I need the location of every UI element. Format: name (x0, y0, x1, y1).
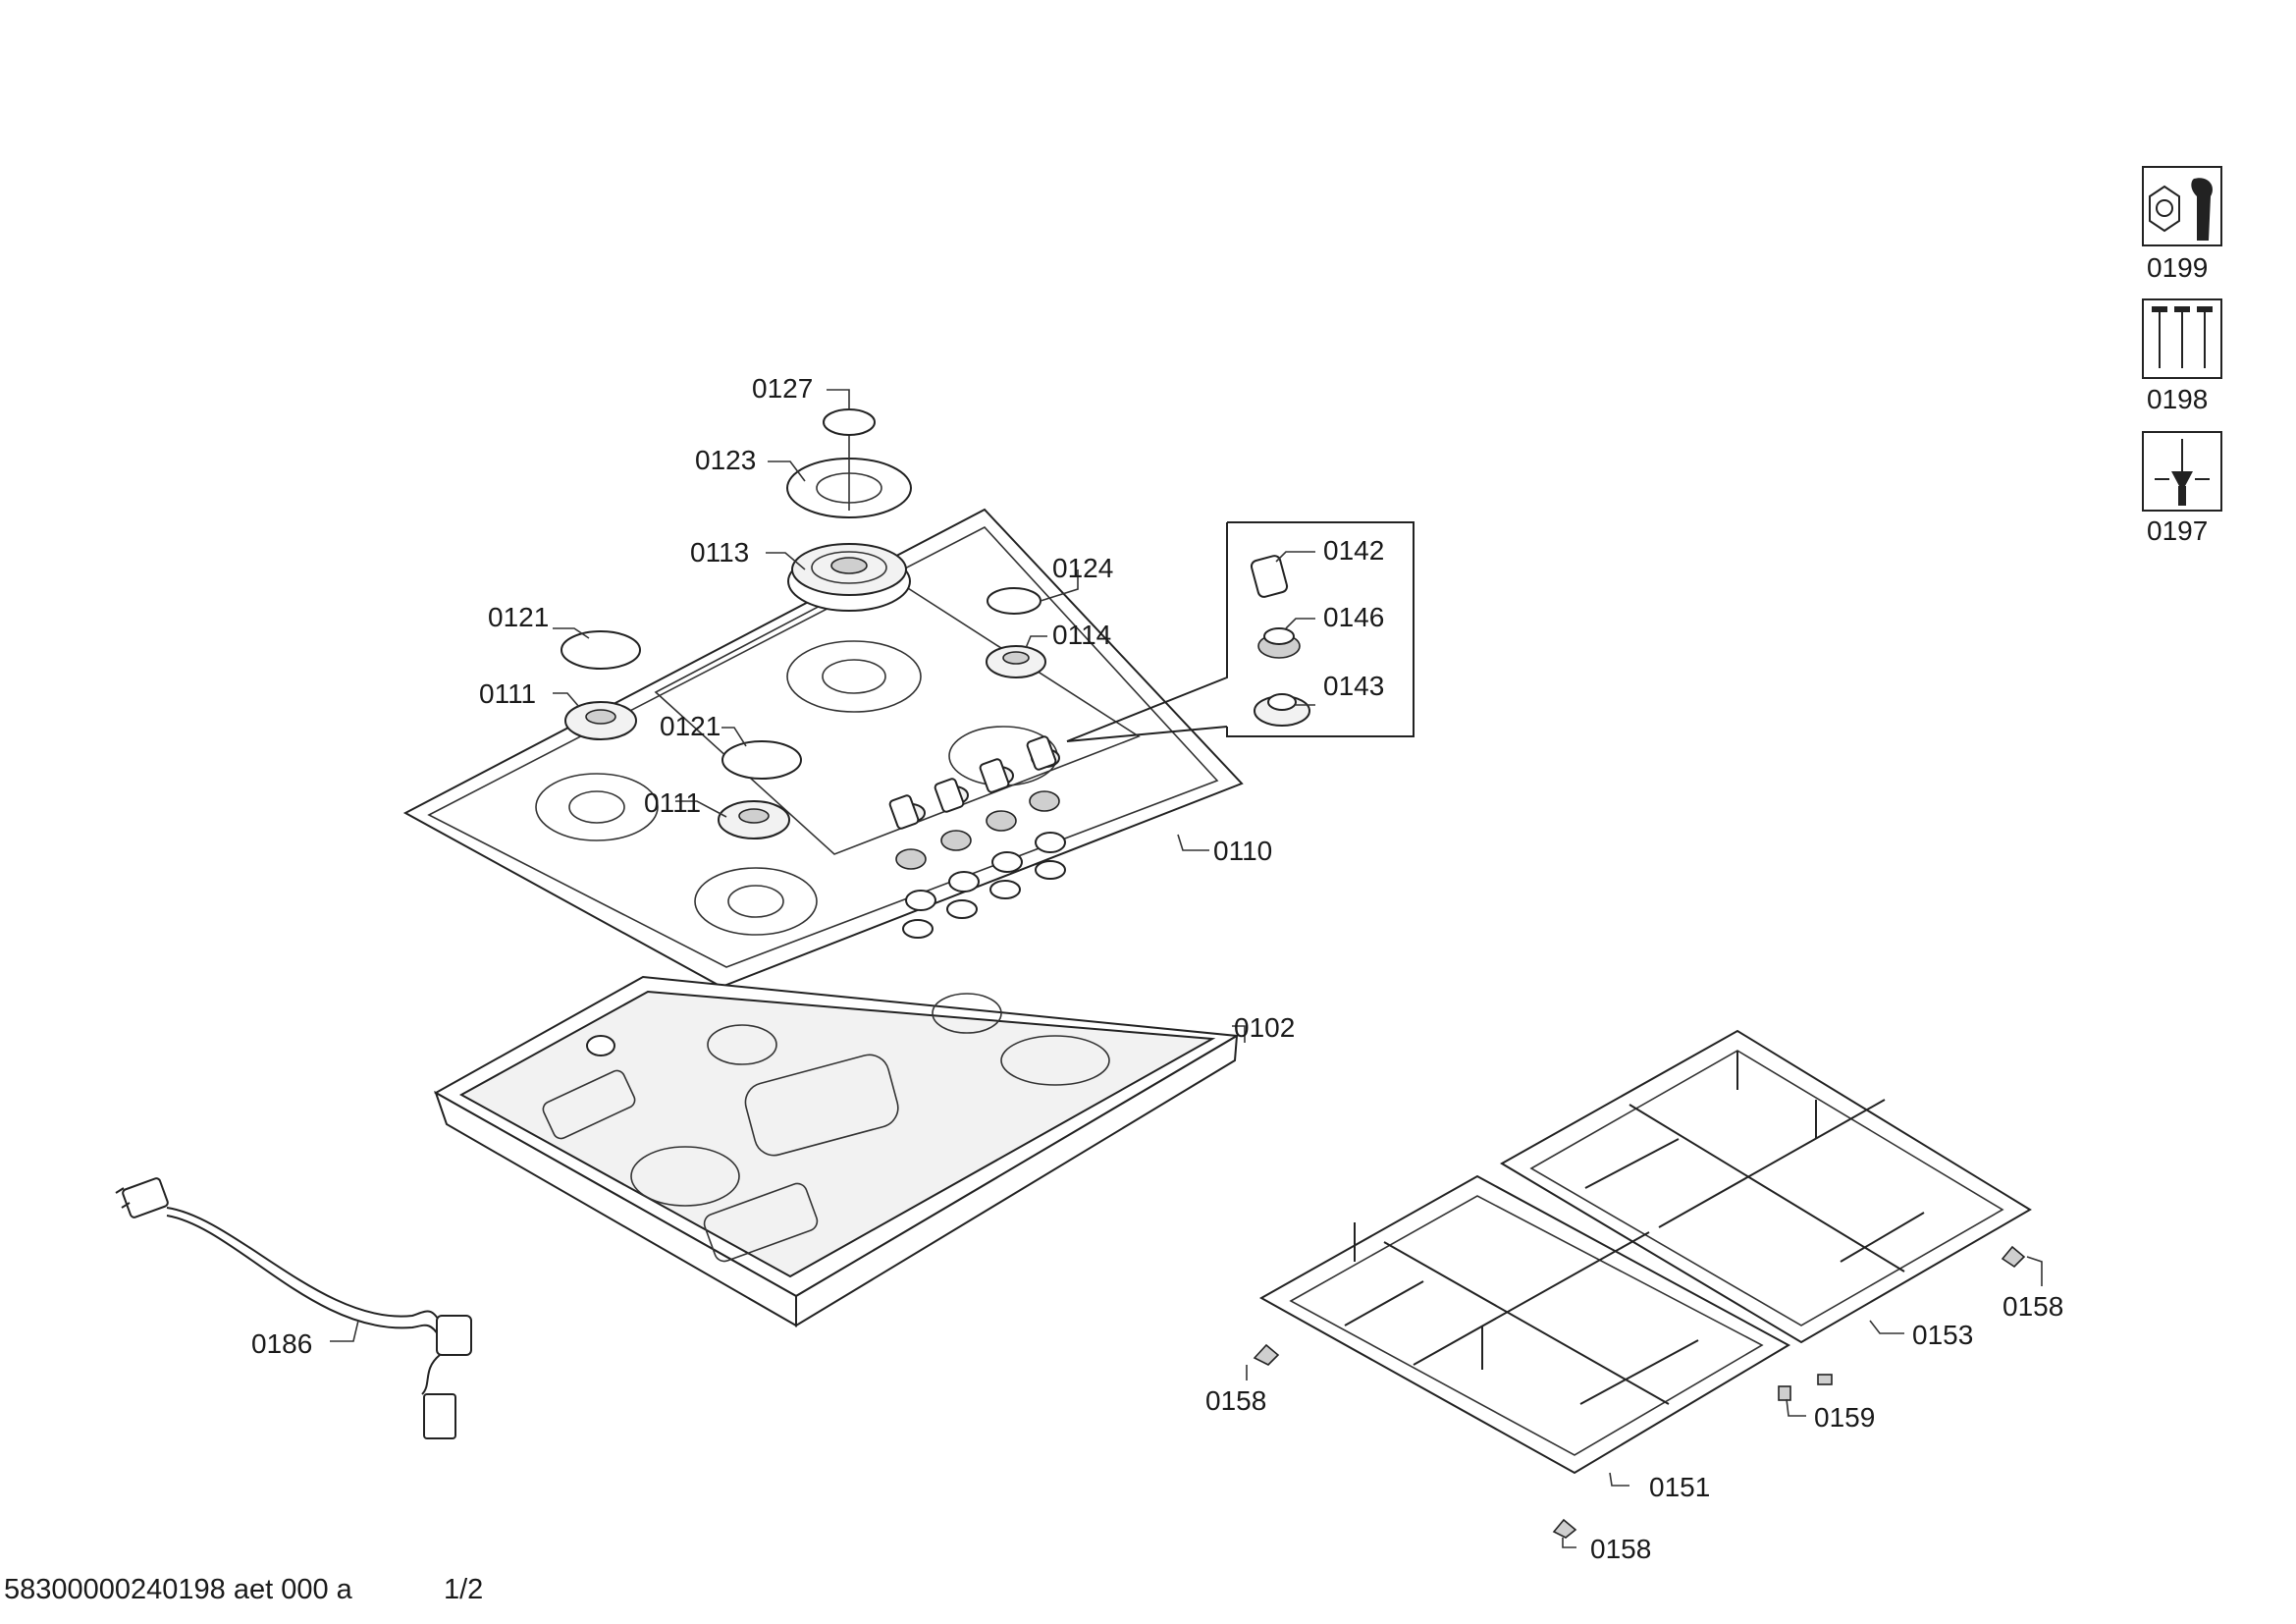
label-0102: 0102 (1234, 1012, 1295, 1043)
label-0124: 0124 (1052, 553, 1113, 583)
cap-0127 (823, 408, 876, 436)
label-0121-left: 0121 (488, 602, 549, 632)
label-0142: 0142 (1323, 535, 1384, 566)
label-0199: 0199 (2147, 252, 2208, 283)
screws-icon (2142, 298, 2222, 379)
part-labels: 0127 0123 0113 0124 0121 0114 0111 0121 … (251, 373, 2063, 1564)
burner-0111-left (564, 701, 637, 740)
document-id: 58300000240198 aet 000 a (4, 1574, 353, 1605)
label-0121-front: 0121 (660, 711, 721, 741)
knob-detail-inset (1066, 521, 1415, 742)
screwdriver-icon (2142, 431, 2222, 512)
label-0110: 0110 (1213, 836, 1272, 866)
pan-support-0151 (1258, 1174, 1791, 1475)
label-0127: 0127 (752, 373, 813, 404)
leader-lines (330, 389, 2043, 1548)
label-0198: 0198 (2147, 384, 2208, 414)
cap-0121-left (561, 630, 641, 670)
label-0158-bottom: 0158 (1590, 1534, 1651, 1564)
label-0186: 0186 (251, 1328, 312, 1359)
base-pan (433, 975, 1241, 1327)
label-0146: 0146 (1323, 602, 1384, 632)
label-0114: 0114 (1052, 620, 1111, 650)
label-0111-left: 0111 (479, 678, 536, 709)
burner-0111-front (718, 800, 790, 839)
label-0158-left: 0158 (1205, 1385, 1266, 1416)
pan-support-0153 (1500, 1029, 2032, 1344)
power-cable (115, 1177, 472, 1439)
label-0158-right: 0158 (2002, 1291, 2063, 1322)
cap-0121-front (721, 740, 802, 780)
rubber-feet (1253, 1245, 2026, 1539)
label-0159: 0159 (1814, 1402, 1875, 1433)
hob-top-plate (402, 508, 1244, 989)
ring-0123 (786, 432, 912, 518)
label-0153: 0153 (1912, 1320, 1973, 1350)
burner-0114 (986, 645, 1046, 678)
control-knobs (888, 735, 1060, 870)
nut-and-wrench-icon (2142, 166, 2222, 246)
label-0197: 0197 (2147, 515, 2208, 546)
page-indicator: 1/2 (444, 1574, 483, 1605)
cap-0124 (987, 587, 1041, 615)
label-0151: 0151 (1649, 1472, 1710, 1502)
label-0123: 0123 (695, 445, 756, 475)
label-0143: 0143 (1323, 671, 1384, 701)
label-0111-front: 0111 (644, 787, 701, 818)
label-0113: 0113 (690, 537, 749, 568)
burner-0113 (787, 543, 911, 612)
